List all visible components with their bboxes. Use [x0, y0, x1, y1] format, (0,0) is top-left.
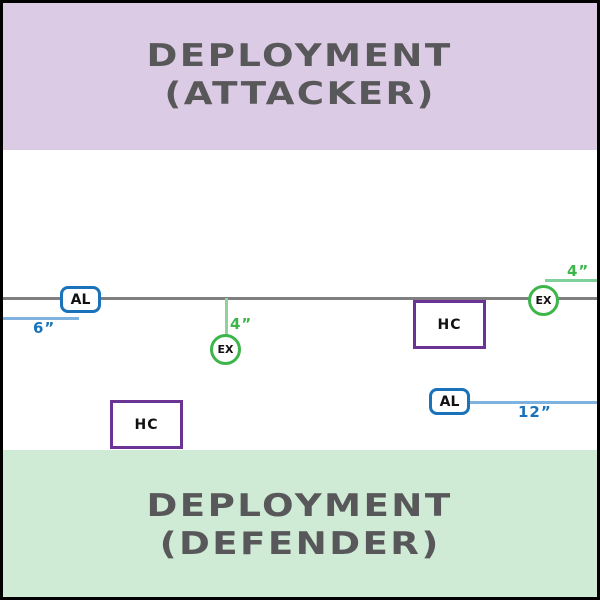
hc-right-marker[interactable]: HC	[413, 300, 486, 349]
zone-subtitle: (DEFENDER)	[159, 526, 441, 562]
ex-right-range-line	[545, 279, 597, 282]
zone-title: DEPLOYMENT	[146, 38, 454, 74]
ex-right-distance: 4”	[567, 262, 590, 280]
ex-right-marker[interactable]: EX	[528, 285, 559, 316]
al-left-distance: 6”	[33, 319, 56, 337]
hc-left-marker[interactable]: HC	[110, 400, 183, 449]
zone-subtitle: (ATTACKER)	[164, 76, 436, 112]
al-left-marker[interactable]: AL	[60, 286, 101, 313]
al-right-range-line	[469, 401, 597, 404]
al-right-distance: 12”	[518, 403, 552, 421]
ex-left-distance: 4”	[230, 315, 253, 333]
al-left-range-line	[3, 317, 79, 320]
attacker-deployment-zone: DEPLOYMENT (ATTACKER)	[3, 3, 597, 150]
center-line	[3, 297, 597, 300]
ex-left-marker[interactable]: EX	[210, 334, 241, 365]
zone-title: DEPLOYMENT	[146, 488, 454, 524]
ex-left-range-line	[225, 298, 228, 336]
defender-deployment-zone: DEPLOYMENT (DEFENDER)	[3, 450, 597, 597]
al-right-marker[interactable]: AL	[429, 388, 470, 415]
